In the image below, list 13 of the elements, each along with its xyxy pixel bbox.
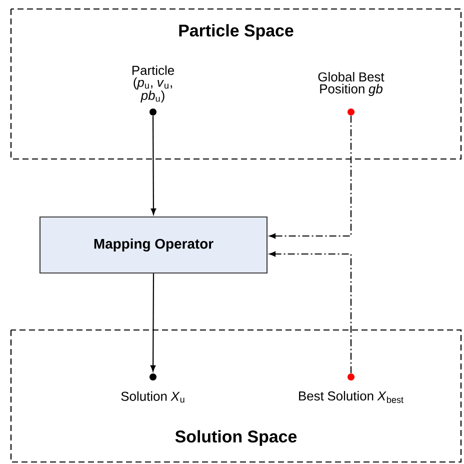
arrow — [150, 116, 156, 215]
endpoint-dot — [150, 108, 156, 116]
process-box: Mapping Operator — [39, 216, 268, 274]
point-label: Solution X$_{u}$ — [121, 391, 184, 403]
point-label: Best Solution X$_{best}$ — [299, 391, 404, 403]
arrow — [269, 116, 352, 239]
endpoint-dot — [348, 108, 354, 116]
point-label: Particle (p$_{u}$, v$_{u}$, pb$_{u}$) — [132, 65, 174, 103]
arrow — [150, 274, 156, 372]
endpoint-dot — [150, 374, 156, 380]
endpoint-dot — [348, 374, 354, 380]
point-label: Global Best Position gb — [318, 72, 384, 96]
arrow — [269, 251, 352, 374]
